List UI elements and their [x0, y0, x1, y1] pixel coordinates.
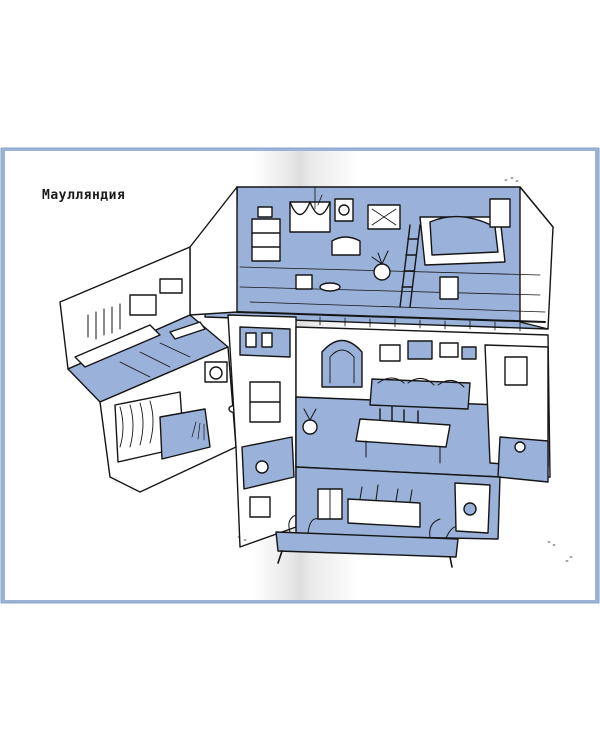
- upper-right-wall: [519, 186, 554, 330]
- living-room: [295, 326, 551, 483]
- upper-floor: [189, 186, 554, 332]
- front-room: [275, 466, 501, 568]
- page-title: Маулляндия: [42, 188, 126, 203]
- left-wing: [59, 246, 229, 403]
- bathroom: [99, 346, 246, 493]
- open-book-spread: Маулляндия: [0, 147, 600, 604]
- scribble-dots: [237, 177, 573, 562]
- upper-left-wall: [189, 186, 238, 316]
- kitchen: [227, 314, 297, 548]
- planter-box: [275, 531, 459, 558]
- house-cutaway-illustration: [59, 177, 573, 568]
